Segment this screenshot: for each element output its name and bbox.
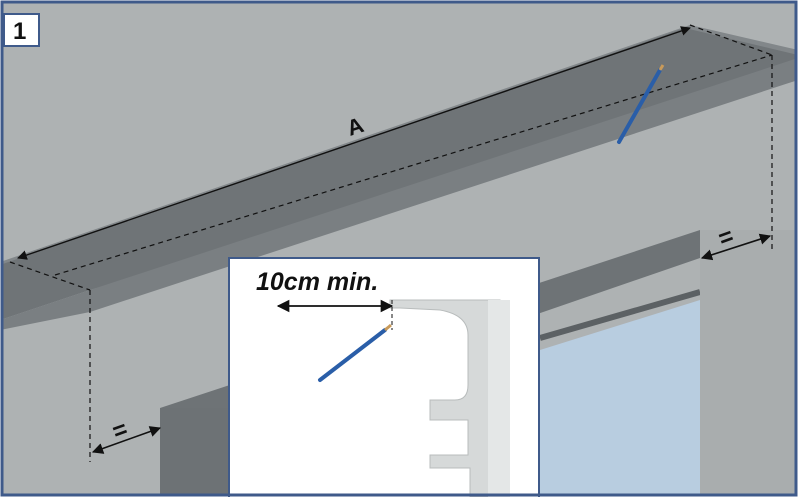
window-frame-right [700, 230, 796, 495]
inset-pencil-icon [318, 323, 392, 382]
inset-detail: 10cm min. [228, 257, 540, 497]
window-rail [539, 289, 701, 341]
dimension-a-line [17, 26, 691, 260]
step-badge [3, 13, 40, 47]
window-recess-side [160, 408, 230, 495]
dimension-a-label: A [344, 112, 367, 141]
equal-right-arrow [700, 233, 772, 261]
window-glass [540, 300, 700, 495]
min-distance-label: 10cm min. [256, 268, 378, 296]
step-number: 1 [13, 18, 26, 45]
equal-left-arrow [91, 426, 162, 454]
pencil-icon [617, 64, 665, 144]
bracket-profile-icon [389, 299, 510, 497]
